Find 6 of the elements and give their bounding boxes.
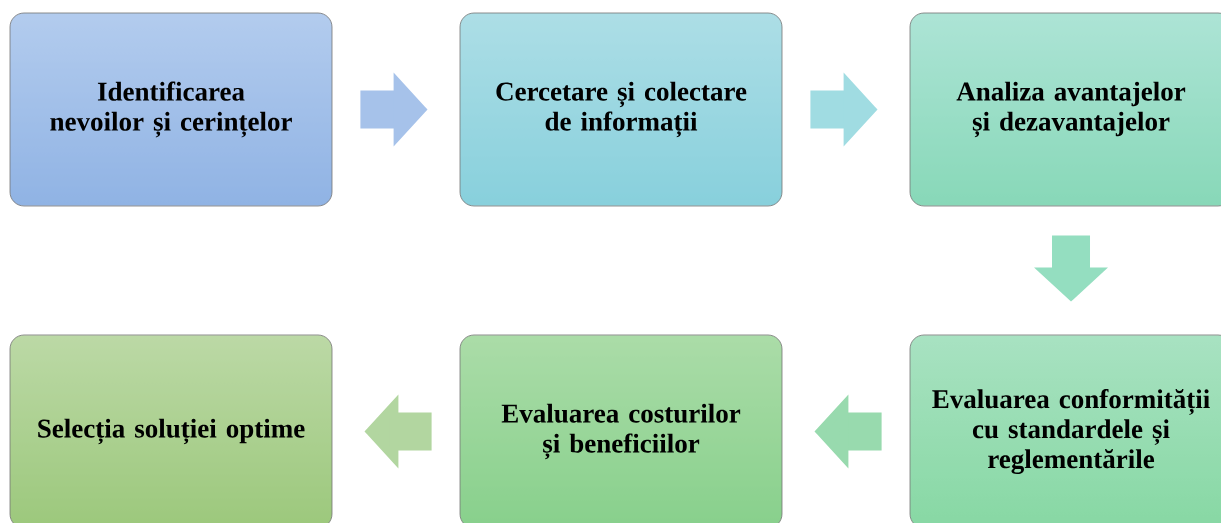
process-box: Identificarea nevoilor și cerințelor — [9, 12, 333, 207]
process-box: Evaluarea costurilor și beneficiilor — [459, 334, 783, 523]
process-box: Selecția soluției optime — [9, 334, 333, 523]
process-box: Analiza avantajelor și dezavantajelor — [909, 12, 1221, 207]
process-box: Evaluarea conformității cu standardele și reglementările — [909, 334, 1221, 523]
process-box: Cercetare și colectare de informații — [459, 12, 783, 207]
